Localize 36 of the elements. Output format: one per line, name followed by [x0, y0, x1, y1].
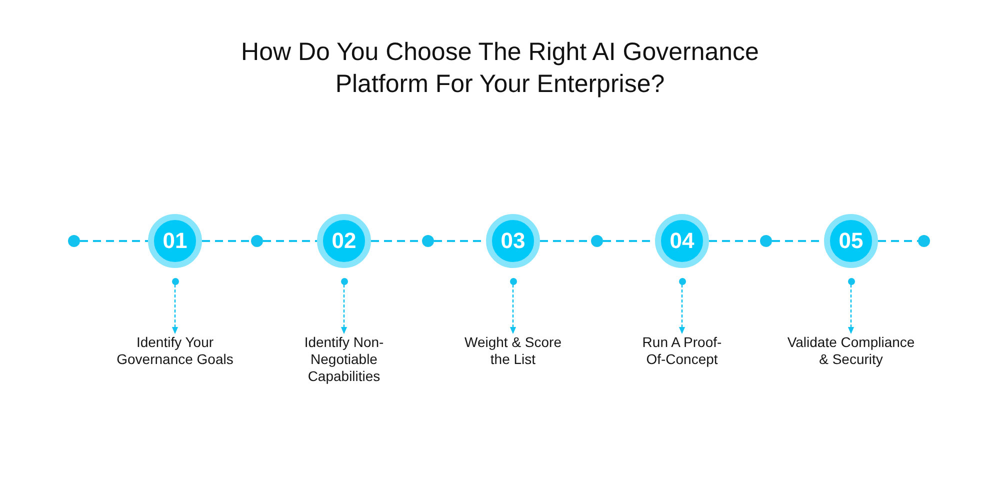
arrow	[340, 284, 348, 334]
timeline-dot	[848, 278, 854, 284]
step-label: Weight & Score the List	[455, 334, 571, 368]
step-circle	[317, 214, 371, 268]
title: How Do You Choose The Right AI Governance Platform For Your Enterprise?	[240, 37, 760, 100]
step-number: 04	[670, 229, 694, 253]
arrow	[172, 284, 178, 334]
dashed-connector	[263, 240, 317, 242]
dashed-connector	[878, 240, 918, 242]
step-label: Identify Non-Negotiable Capabilities	[285, 334, 403, 385]
step-label: Validate Compliance & Security	[781, 334, 921, 368]
step-label: Run A Proof-Of-Concept	[634, 334, 730, 368]
step-circle	[824, 214, 878, 268]
timeline-dot	[918, 235, 930, 247]
arrow	[848, 284, 854, 334]
timeline-dot	[422, 235, 434, 247]
timeline-dot	[591, 235, 603, 247]
timeline-dot	[172, 278, 178, 284]
timeline-dot	[251, 235, 263, 247]
timeline-dot	[760, 235, 772, 247]
step-number: 02	[332, 229, 356, 253]
dashed-connector	[202, 240, 251, 242]
dashed-connector	[80, 240, 148, 242]
step-circle	[148, 214, 202, 268]
step-circle	[486, 214, 540, 268]
step-circle	[655, 214, 709, 268]
timeline-dot	[68, 235, 80, 247]
arrow	[510, 284, 516, 334]
step-label: Identify Your Governance Goals	[105, 334, 245, 368]
step-number: 03	[500, 229, 526, 253]
arrow	[678, 284, 686, 334]
step-number: 05	[838, 229, 864, 253]
timeline-dot	[510, 278, 516, 284]
timeline-dot	[340, 278, 348, 284]
step-number: 01	[162, 229, 188, 253]
timeline-dot	[678, 278, 686, 284]
